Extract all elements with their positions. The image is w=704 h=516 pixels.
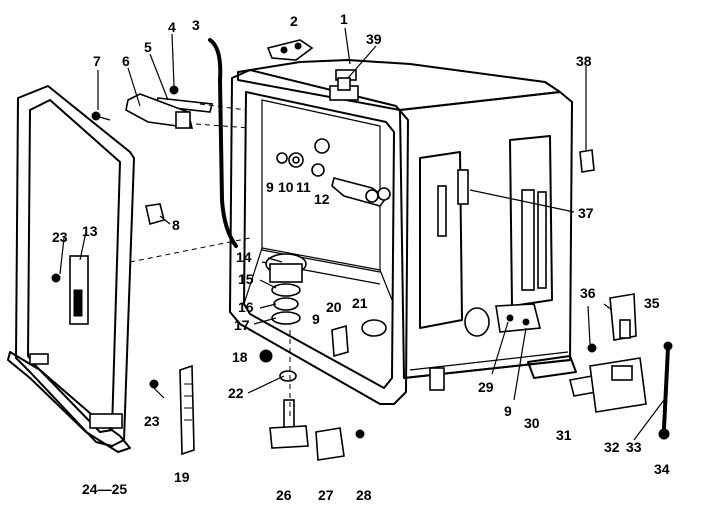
label-20: 20 xyxy=(326,299,342,315)
label-12: 12 xyxy=(314,191,330,207)
label-23-left: 23 xyxy=(52,229,68,245)
tub-assembly xyxy=(229,59,573,405)
label-9-lower: 9 xyxy=(504,403,512,419)
small-parts xyxy=(51,38,673,461)
label-9-upper: 9 xyxy=(266,179,274,195)
label-4: 4 xyxy=(168,19,176,35)
label-27: 27 xyxy=(318,487,334,503)
label-22: 22 xyxy=(228,385,244,401)
label-6: 6 xyxy=(122,53,130,69)
label-39: 39 xyxy=(366,31,382,47)
label-23-lower: 23 xyxy=(144,413,160,429)
label-10: 10 xyxy=(278,179,294,195)
label-1: 1 xyxy=(340,11,348,27)
label-3: 3 xyxy=(192,17,200,33)
label-19: 19 xyxy=(174,469,190,485)
label-17: 17 xyxy=(234,317,250,333)
door-assembly xyxy=(7,85,135,453)
label-7: 7 xyxy=(93,53,101,69)
label-37: 37 xyxy=(578,205,594,221)
label-24-25: 24—25 xyxy=(82,481,127,497)
label-21: 21 xyxy=(352,295,368,311)
label-8: 8 xyxy=(172,217,180,233)
label-38: 38 xyxy=(576,53,592,69)
label-5: 5 xyxy=(144,39,152,55)
label-11: 11 xyxy=(296,179,311,195)
label-32: 32 xyxy=(604,439,620,455)
label-2: 2 xyxy=(290,13,298,29)
label-35: 35 xyxy=(644,295,660,311)
label-14: 14 xyxy=(236,249,252,265)
label-30: 30 xyxy=(524,415,540,431)
label-33: 33 xyxy=(626,439,642,455)
leader-lines xyxy=(59,27,665,441)
label-29: 29 xyxy=(478,379,494,395)
label-36: 36 xyxy=(580,285,596,301)
part-labels: 1 2 3 4 5 6 7 8 9 10 11 12 13 14 15 16 1… xyxy=(52,11,670,503)
label-15: 15 xyxy=(238,271,254,287)
label-9-middle: 9 xyxy=(312,311,320,327)
label-31: 31 xyxy=(556,427,572,443)
alignment-lines xyxy=(129,103,291,420)
label-16: 16 xyxy=(238,299,254,315)
label-34: 34 xyxy=(654,461,670,477)
label-18: 18 xyxy=(232,349,248,365)
label-26: 26 xyxy=(276,487,292,503)
label-28: 28 xyxy=(356,487,372,503)
label-13: 13 xyxy=(82,223,98,239)
